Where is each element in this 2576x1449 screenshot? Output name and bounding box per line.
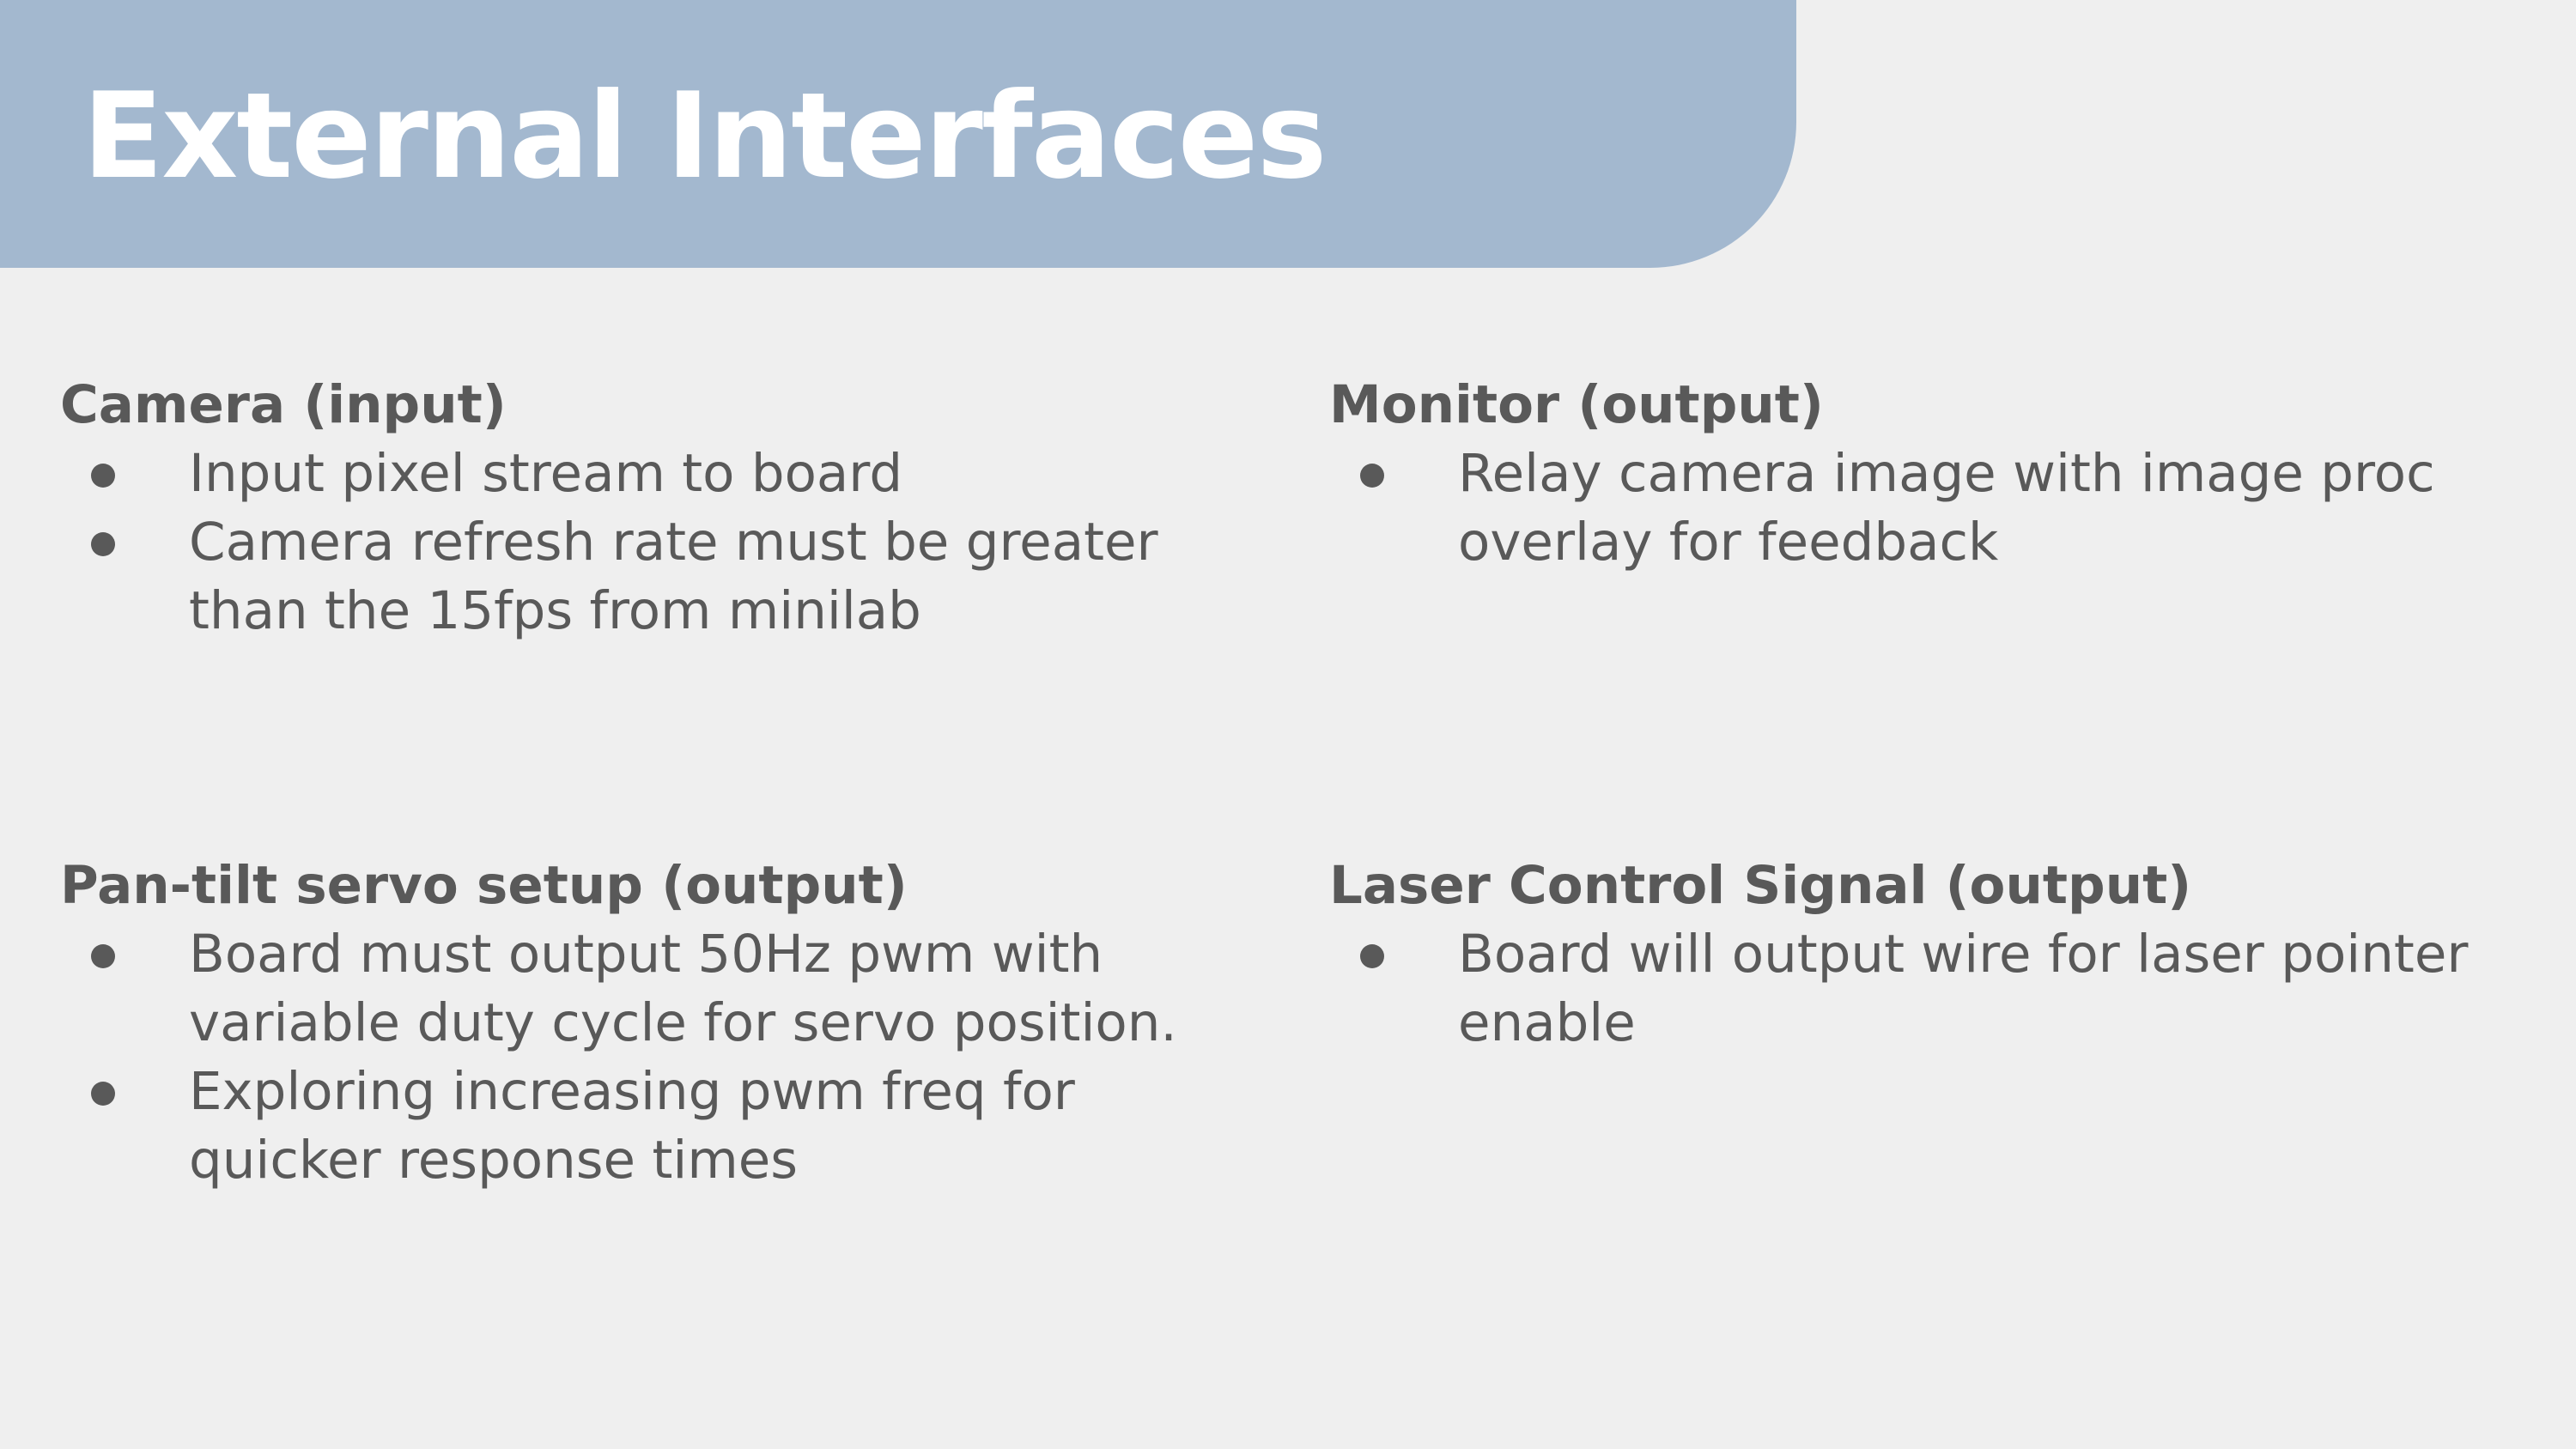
slide-title: External Interfaces [82, 67, 1327, 205]
bullet-dot-icon [91, 532, 115, 556]
bullet-dot-icon [1360, 944, 1384, 968]
bullet-dot-icon [91, 1082, 115, 1106]
section-heading-laser: Laser Control Signal (output) [1329, 855, 2192, 916]
section-heading-camera: Camera (input) [60, 374, 507, 435]
bullet-text: Exploring increasing pwm freq for quicke… [189, 1061, 1075, 1191]
bullet-text: Input pixel stream to board [189, 443, 903, 504]
bullet-text: Board must output 50Hz pwm with variable… [189, 924, 1177, 1053]
bullet-text: Camera refresh rate must be greater than… [189, 512, 1158, 641]
list-item: Board will output wire for laser pointer… [1329, 920, 2531, 1058]
list-item: Input pixel stream to board [60, 440, 1194, 508]
bullet-dot-icon [91, 464, 115, 488]
bullet-text: Board will output wire for laser pointer… [1458, 924, 2469, 1053]
section-monitor: Monitor (output) Relay camera image with… [1329, 371, 2531, 577]
list-item: Exploring increasing pwm freq for quicke… [60, 1058, 1245, 1195]
bullet-list-monitor: Relay camera image with image proc overl… [1329, 440, 2531, 577]
bullet-list-laser: Board will output wire for laser pointer… [1329, 920, 2531, 1058]
section-laser: Laser Control Signal (output) Board will… [1329, 852, 2531, 1058]
list-item: Relay camera image with image proc overl… [1329, 440, 2531, 577]
list-item: Camera refresh rate must be greater than… [60, 508, 1194, 646]
section-camera: Camera (input) Input pixel stream to boa… [60, 371, 1194, 646]
bullet-list-camera: Input pixel stream to board Camera refre… [60, 440, 1194, 646]
bullet-dot-icon [91, 944, 115, 968]
section-heading-monitor: Monitor (output) [1329, 374, 1824, 435]
bullet-dot-icon [1360, 464, 1384, 488]
list-item: Board must output 50Hz pwm with variable… [60, 920, 1245, 1058]
section-heading-pan-tilt: Pan-tilt servo setup (output) [60, 855, 908, 916]
title-banner: External Interfaces [0, 0, 1796, 268]
section-pan-tilt: Pan-tilt servo setup (output) Board must… [60, 852, 1245, 1195]
bullet-text: Relay camera image with image proc overl… [1458, 443, 2435, 573]
bullet-list-pan-tilt: Board must output 50Hz pwm with variable… [60, 920, 1245, 1195]
